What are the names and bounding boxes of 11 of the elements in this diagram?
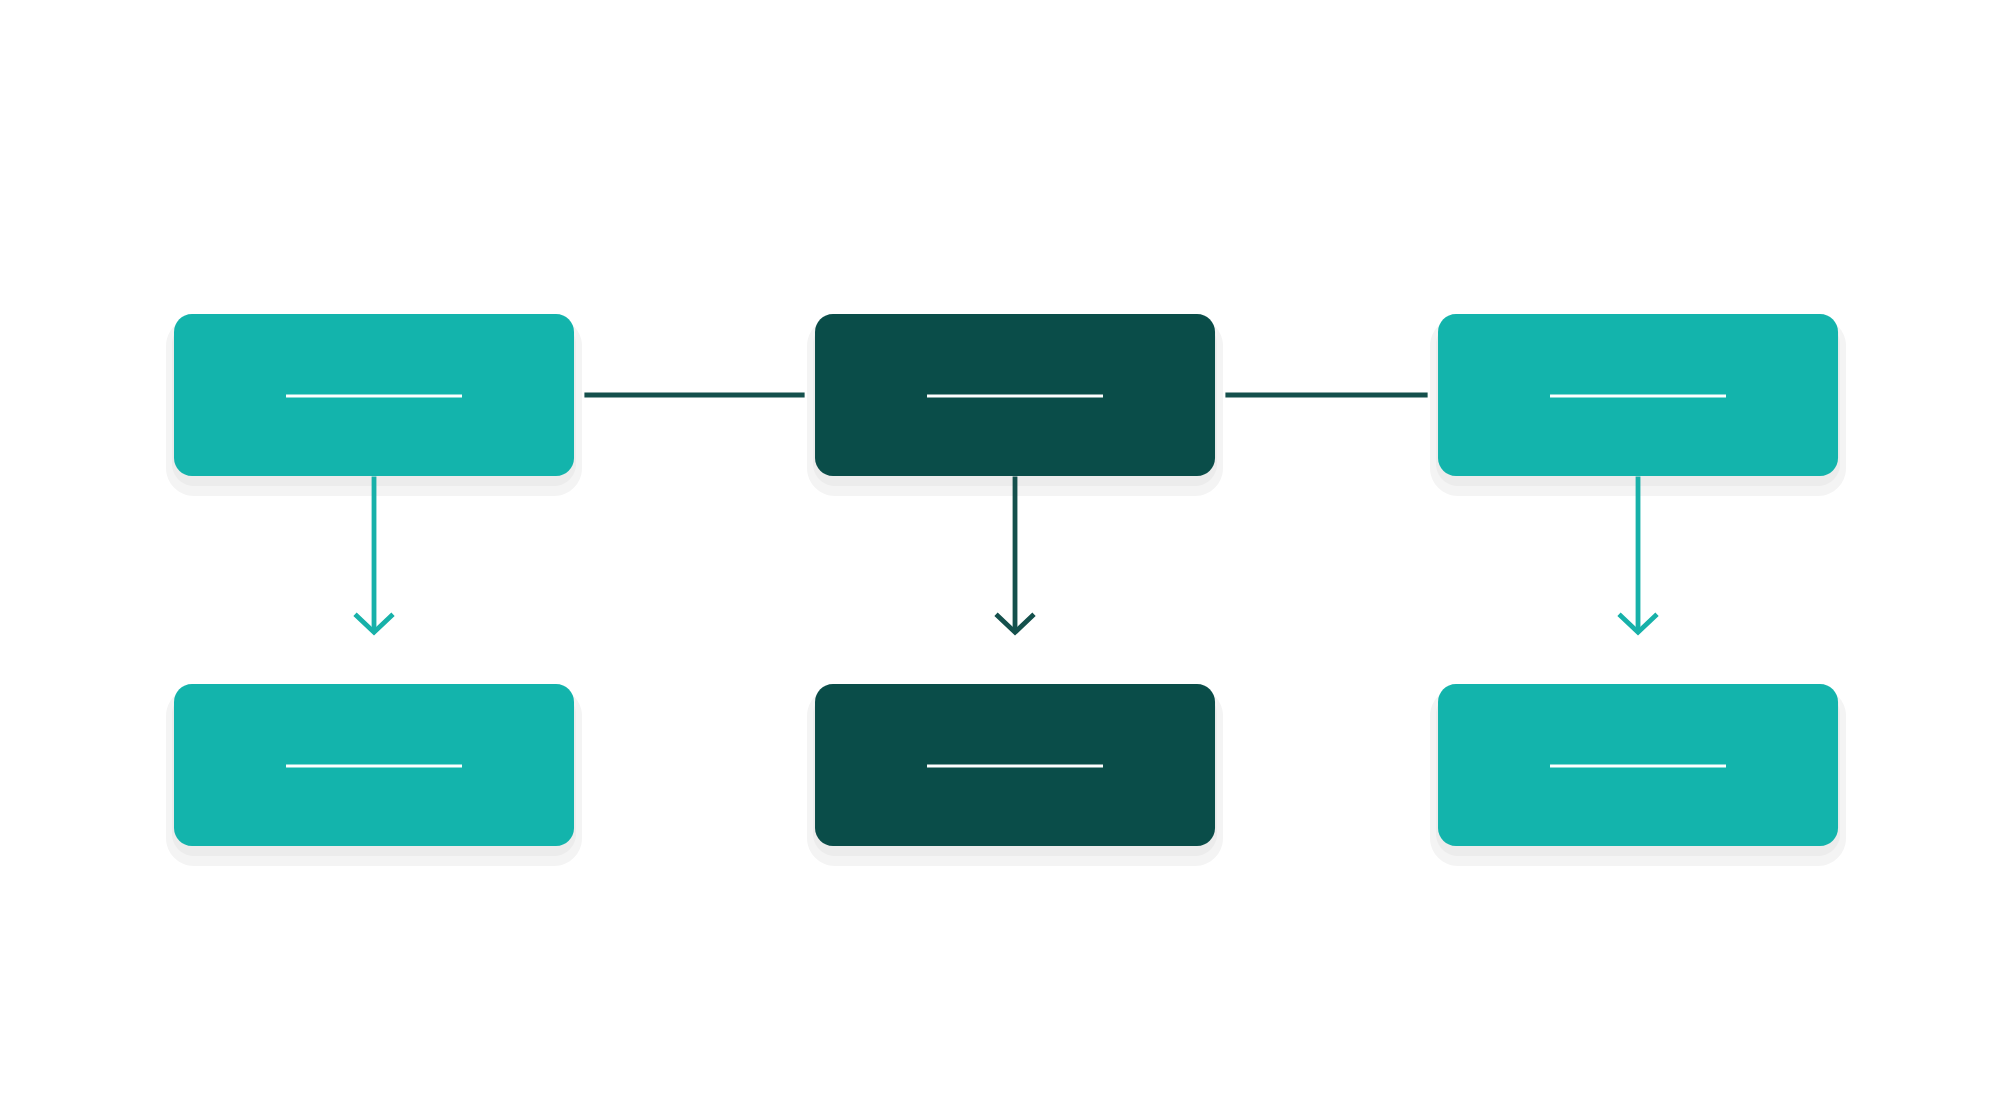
process-box [166, 684, 582, 866]
process-box [807, 314, 1223, 496]
process-box [166, 314, 582, 496]
arrow [353, 476, 395, 636]
process-box [1430, 314, 1846, 496]
process-box [1430, 684, 1846, 866]
arrow [1617, 476, 1659, 636]
connector-line [584, 392, 805, 398]
connector-line [1225, 392, 1428, 398]
process-box [807, 684, 1223, 866]
arrow [994, 476, 1036, 636]
